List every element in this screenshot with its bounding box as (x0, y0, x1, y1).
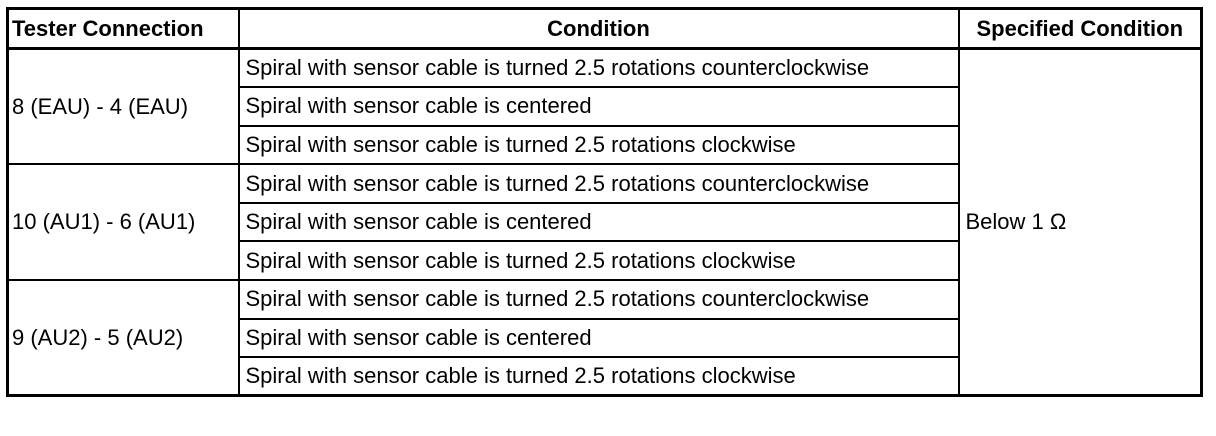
header-specified-condition: Specified Condition (957, 7, 1203, 50)
table-row: 9 (AU2) - 5 (AU2) Spiral with sensor cab… (6, 279, 1202, 397)
tester-connection-cell: 8 (EAU) - 4 (EAU) (6, 47, 240, 166)
table-row: Spiral with sensor cable is centered (8, 201, 1202, 243)
table-row: Spiral with sensor cable is turned 2.5 r… (8, 240, 1202, 282)
tester-spec-table: Tester Connection Condition Specified Co… (6, 7, 1203, 398)
tester-connection-cell: 9 (AU2) - 5 (AU2) (6, 279, 240, 397)
table-row: 8 (EAU) - 4 (EAU) Spiral with sensor cab… (6, 47, 1203, 397)
condition-cell: Spiral with sensor cable is turned 2.5 r… (237, 124, 960, 166)
condition-cell: Spiral with sensor cable is centered (237, 317, 960, 359)
condition-cell: Spiral with sensor cable is turned 2.5 r… (237, 356, 960, 397)
header-tester-connection: Tester Connection (6, 7, 240, 50)
specified-condition-cell: Below 1 Ω (957, 47, 1203, 397)
condition-cell: Spiral with sensor cable is centered (237, 86, 960, 127)
condition-cell: Spiral with sensor cable is turned 2.5 r… (237, 47, 960, 89)
condition-cell: Spiral with sensor cable is turned 2.5 r… (237, 240, 960, 282)
table-container: Tester Connection Condition Specified Co… (6, 7, 1203, 398)
condition-cell: Spiral with sensor cable is turned 2.5 r… (237, 279, 960, 320)
header-condition: Condition (237, 7, 960, 50)
header-row: Tester Connection Condition Specified Co… (6, 7, 1203, 50)
table-row: Spiral with sensor cable is centered (8, 317, 1202, 359)
table-row: Spiral with sensor cable is turned 2.5 r… (8, 124, 1202, 166)
table-row: Spiral with sensor cable is centered (8, 86, 1202, 127)
condition-cell: Spiral with sensor cable is centered (237, 201, 960, 243)
table-row: Spiral with sensor cable is turned 2.5 r… (8, 356, 1202, 397)
table-row: 10 (AU1) - 6 (AU1) Spiral with sensor ca… (6, 163, 1202, 282)
condition-cell: Spiral with sensor cable is turned 2.5 r… (237, 163, 960, 204)
tester-connection-cell: 10 (AU1) - 6 (AU1) (6, 163, 240, 282)
